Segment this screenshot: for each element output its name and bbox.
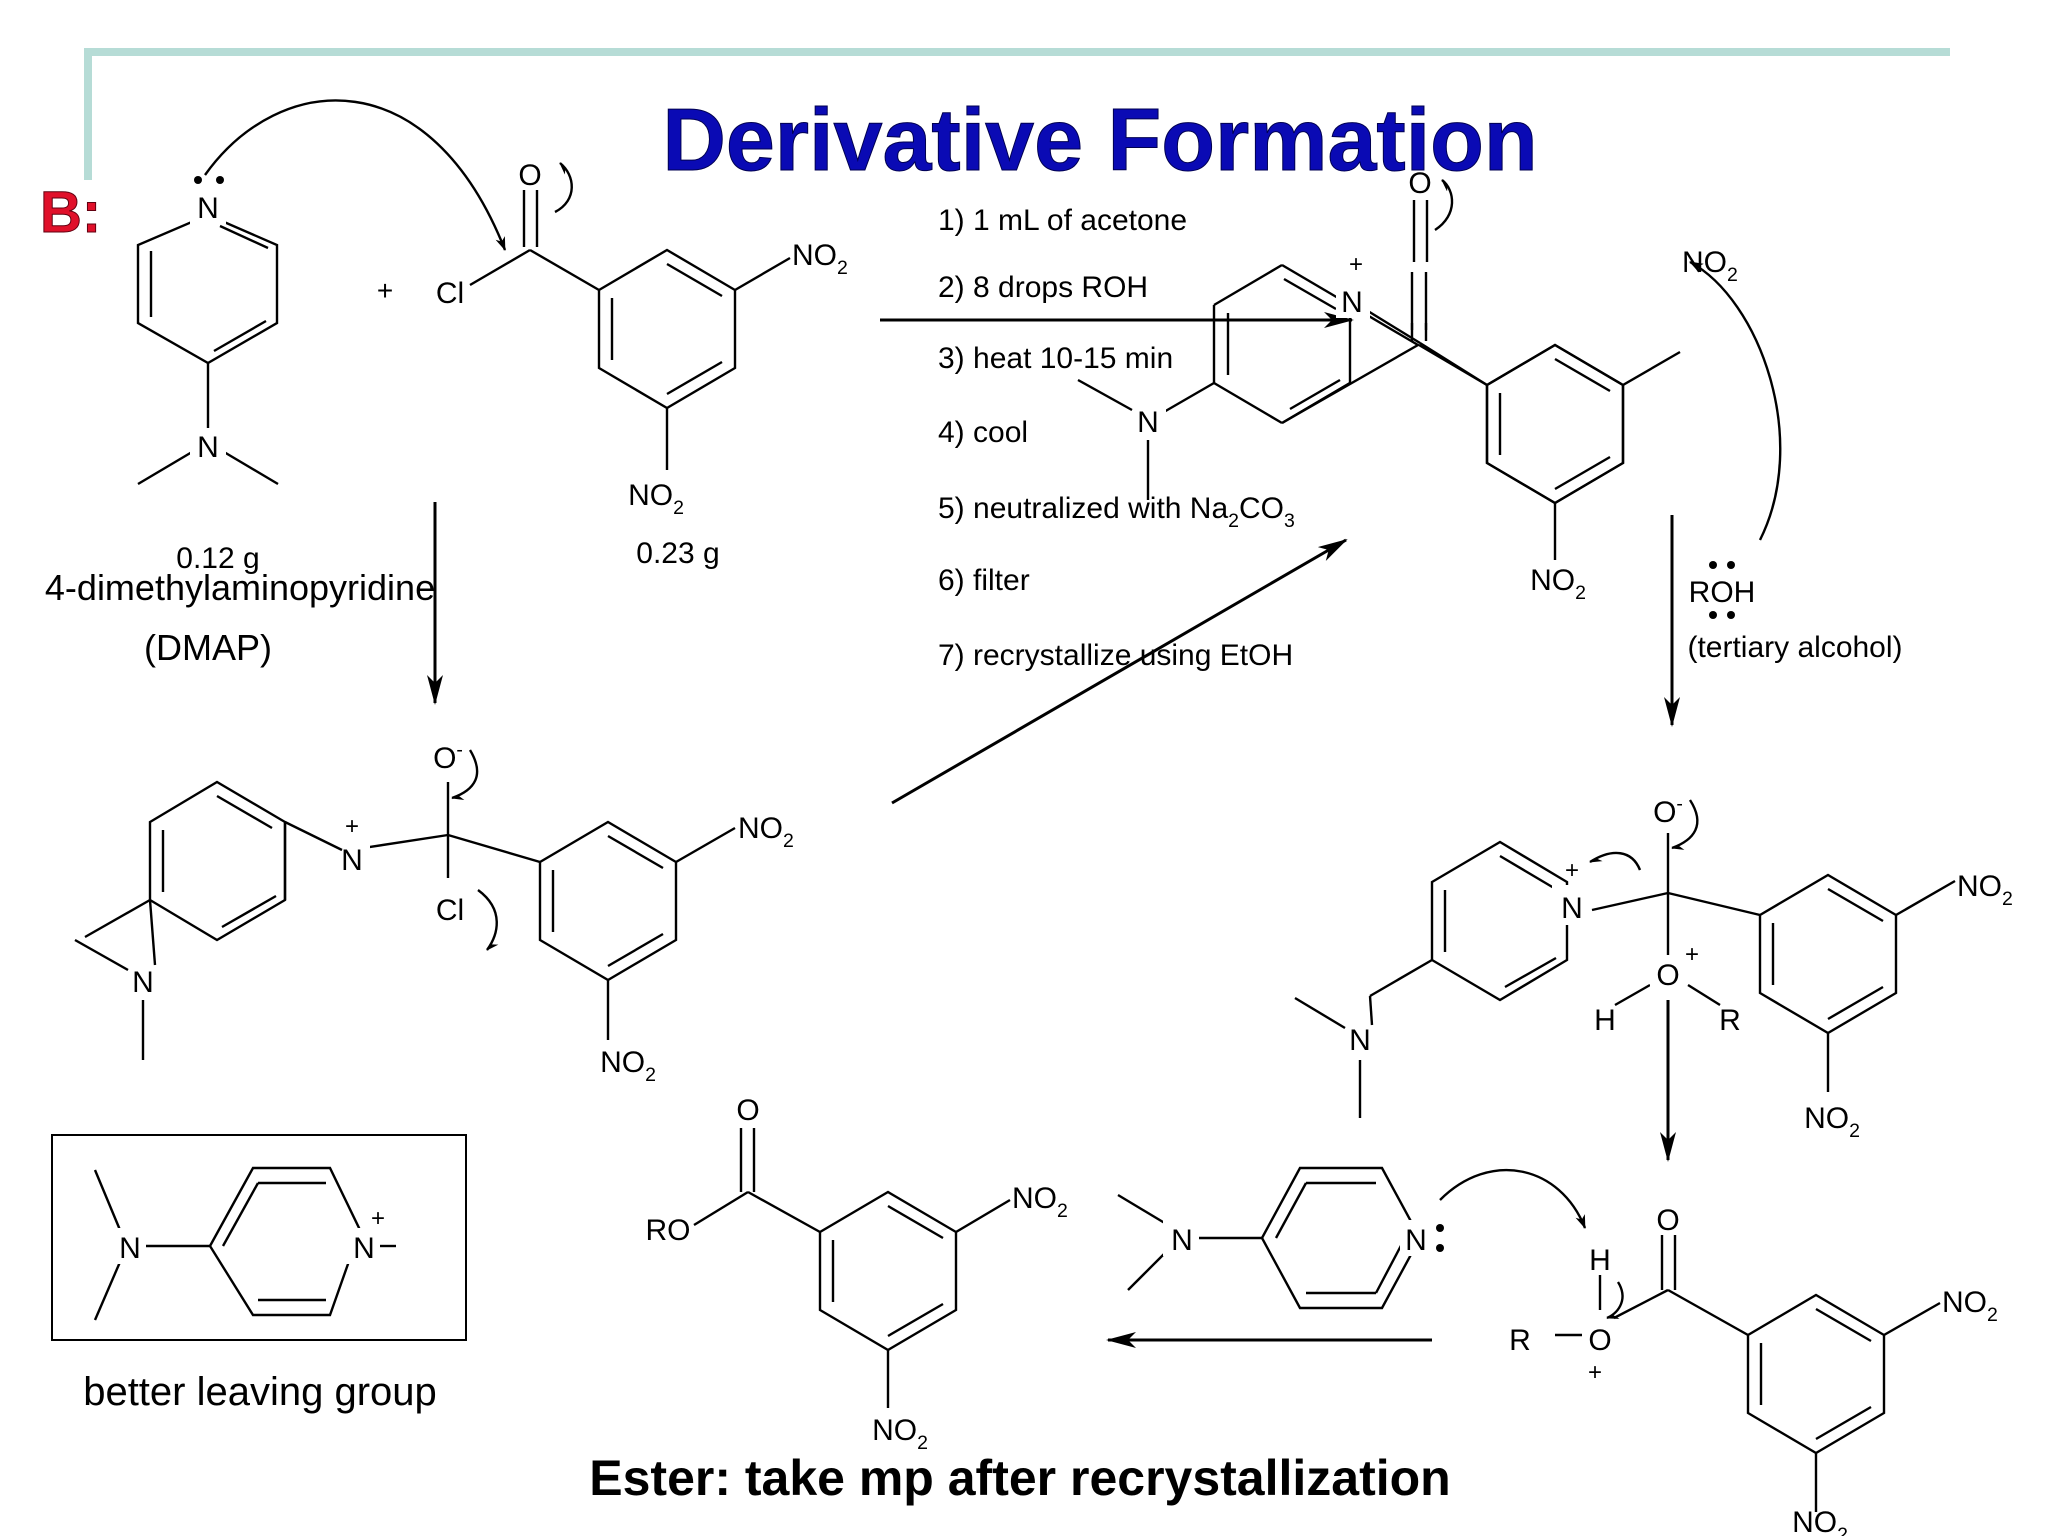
lone-pair-dot xyxy=(1709,611,1717,619)
dmap-abbrev: (DMAP) xyxy=(144,627,272,668)
carbonyl-oxygen: O xyxy=(1656,1204,1679,1237)
procedure-step: 7) recrystallize using EtOH xyxy=(938,639,1293,672)
procedure-steps: 1) 1 mL of acetone 2) 8 drops ROH 3) hea… xyxy=(938,204,1295,672)
acid-chloride-mass: 0.23 g xyxy=(636,537,719,570)
attack-arrow xyxy=(204,99,507,251)
dmap-cation-structure xyxy=(93,1166,362,1321)
nitro-group: NO2 xyxy=(600,1046,656,1086)
pyridinium-nitrogen: N xyxy=(1341,286,1363,319)
pyridinium-nitrogen: N xyxy=(353,1232,375,1265)
positive-charge: + xyxy=(371,1205,385,1232)
chloride-atom: Cl xyxy=(436,277,464,310)
pyridine-nitrogen: N xyxy=(1405,1224,1427,1257)
lone-pair-dot xyxy=(216,176,224,184)
positive-charge: + xyxy=(345,813,359,840)
dmap-mass: 0.12 g xyxy=(176,542,259,575)
nitro-group: NO2 xyxy=(872,1414,928,1454)
carbonyl-oxygen: O xyxy=(1408,167,1431,200)
pyridinium-nitrogen: N xyxy=(341,844,363,877)
carbonyl-oxygen: O xyxy=(736,1094,759,1127)
lone-pair-dot xyxy=(194,176,202,184)
procedure-step: 5) neutralized with Na2CO3 xyxy=(938,492,1295,532)
oxonium-oxygen: O xyxy=(1588,1324,1611,1357)
alkoxide-oxygen: O- xyxy=(433,739,463,775)
r-group: R xyxy=(1509,1324,1531,1357)
alcohol-attack-arrow xyxy=(1689,260,1782,541)
positive-charge: + xyxy=(1588,1359,1602,1386)
nitro-group: NO2 xyxy=(1942,1286,1998,1326)
carbonyl-oxygen: O xyxy=(518,159,541,192)
procedure-step: 4) cool xyxy=(938,416,1028,449)
nitro-group: NO2 xyxy=(1804,1102,1860,1142)
lone-pair-dot xyxy=(1709,561,1717,569)
lone-pair-dot xyxy=(1727,561,1735,569)
positive-charge: + xyxy=(1565,857,1579,884)
hydrogen-atom: H xyxy=(1594,1004,1616,1037)
amine-nitrogen: N xyxy=(1137,406,1159,439)
procedure-step: 3) heat 10-15 min xyxy=(938,342,1173,375)
dmap-amine-nitrogen: N xyxy=(197,431,219,464)
procedure-step: 2) 8 drops ROH xyxy=(938,271,1148,304)
amine-nitrogen: N xyxy=(1171,1224,1193,1257)
protonated-ester-molecule xyxy=(1555,1235,1941,1512)
alkoxy-group: RO xyxy=(646,1214,691,1247)
hydrogen-atom: H xyxy=(1589,1244,1611,1277)
leaving-group-box xyxy=(51,1134,467,1341)
nitro-group: NO2 xyxy=(1530,564,1586,604)
ester-caption: Ester: take mp after recrystallization xyxy=(589,1450,1450,1506)
intermediate-to-acylpyridinium-arrow xyxy=(891,538,1348,805)
ester-product-molecule xyxy=(693,1128,1011,1408)
amine-nitrogen: N xyxy=(132,966,154,999)
nitro-group: NO2 xyxy=(1682,246,1738,286)
nitro-group: NO2 xyxy=(1012,1182,1068,1222)
nitro-group: NO2 xyxy=(628,479,684,519)
dmap-name: 4-dimethylaminopyridine xyxy=(45,567,435,608)
nitro-group: NO2 xyxy=(1957,870,2013,910)
section-label: B: xyxy=(40,180,101,245)
positive-charge: + xyxy=(1349,251,1363,278)
alkoxide-oxygen: O- xyxy=(1653,793,1683,829)
nitro-group: NO2 xyxy=(792,239,848,279)
positive-charge: + xyxy=(1685,941,1699,968)
leaving-group-caption: better leaving group xyxy=(83,1370,437,1414)
alcohol-type-label: (tertiary alcohol) xyxy=(1687,631,1902,664)
lone-pair-dot xyxy=(1436,1244,1444,1252)
tetrahedral-intermediate-cl xyxy=(84,749,736,1040)
amine-nitrogen: N xyxy=(119,1232,141,1265)
tetrahedral-intermediate-oh xyxy=(1369,799,1956,1162)
lone-pair-dot xyxy=(1436,1224,1444,1232)
procedure-step: 1) 1 mL of acetone xyxy=(938,204,1187,237)
procedure-step: 6) filter xyxy=(938,564,1030,597)
r-group: R xyxy=(1719,1004,1741,1037)
nitro-group: NO2 xyxy=(738,812,794,852)
chloride-atom: Cl xyxy=(436,894,464,927)
dmap-ring-nitrogen: N xyxy=(197,192,219,225)
amine-nitrogen: N xyxy=(1349,1024,1371,1057)
reaction-plus: + xyxy=(377,275,393,306)
nitro-group: NO2 xyxy=(1792,1506,1848,1536)
alcohol-reagent: ROH xyxy=(1689,576,1756,609)
acid-chloride-molecule xyxy=(469,162,791,470)
slide-title: Derivative Formation xyxy=(662,90,1537,189)
pyridinium-nitrogen: N xyxy=(1561,892,1583,925)
dmap-molecule xyxy=(136,213,279,486)
lone-pair-dot xyxy=(1727,611,1735,619)
oxonium-oxygen: O xyxy=(1656,959,1679,992)
